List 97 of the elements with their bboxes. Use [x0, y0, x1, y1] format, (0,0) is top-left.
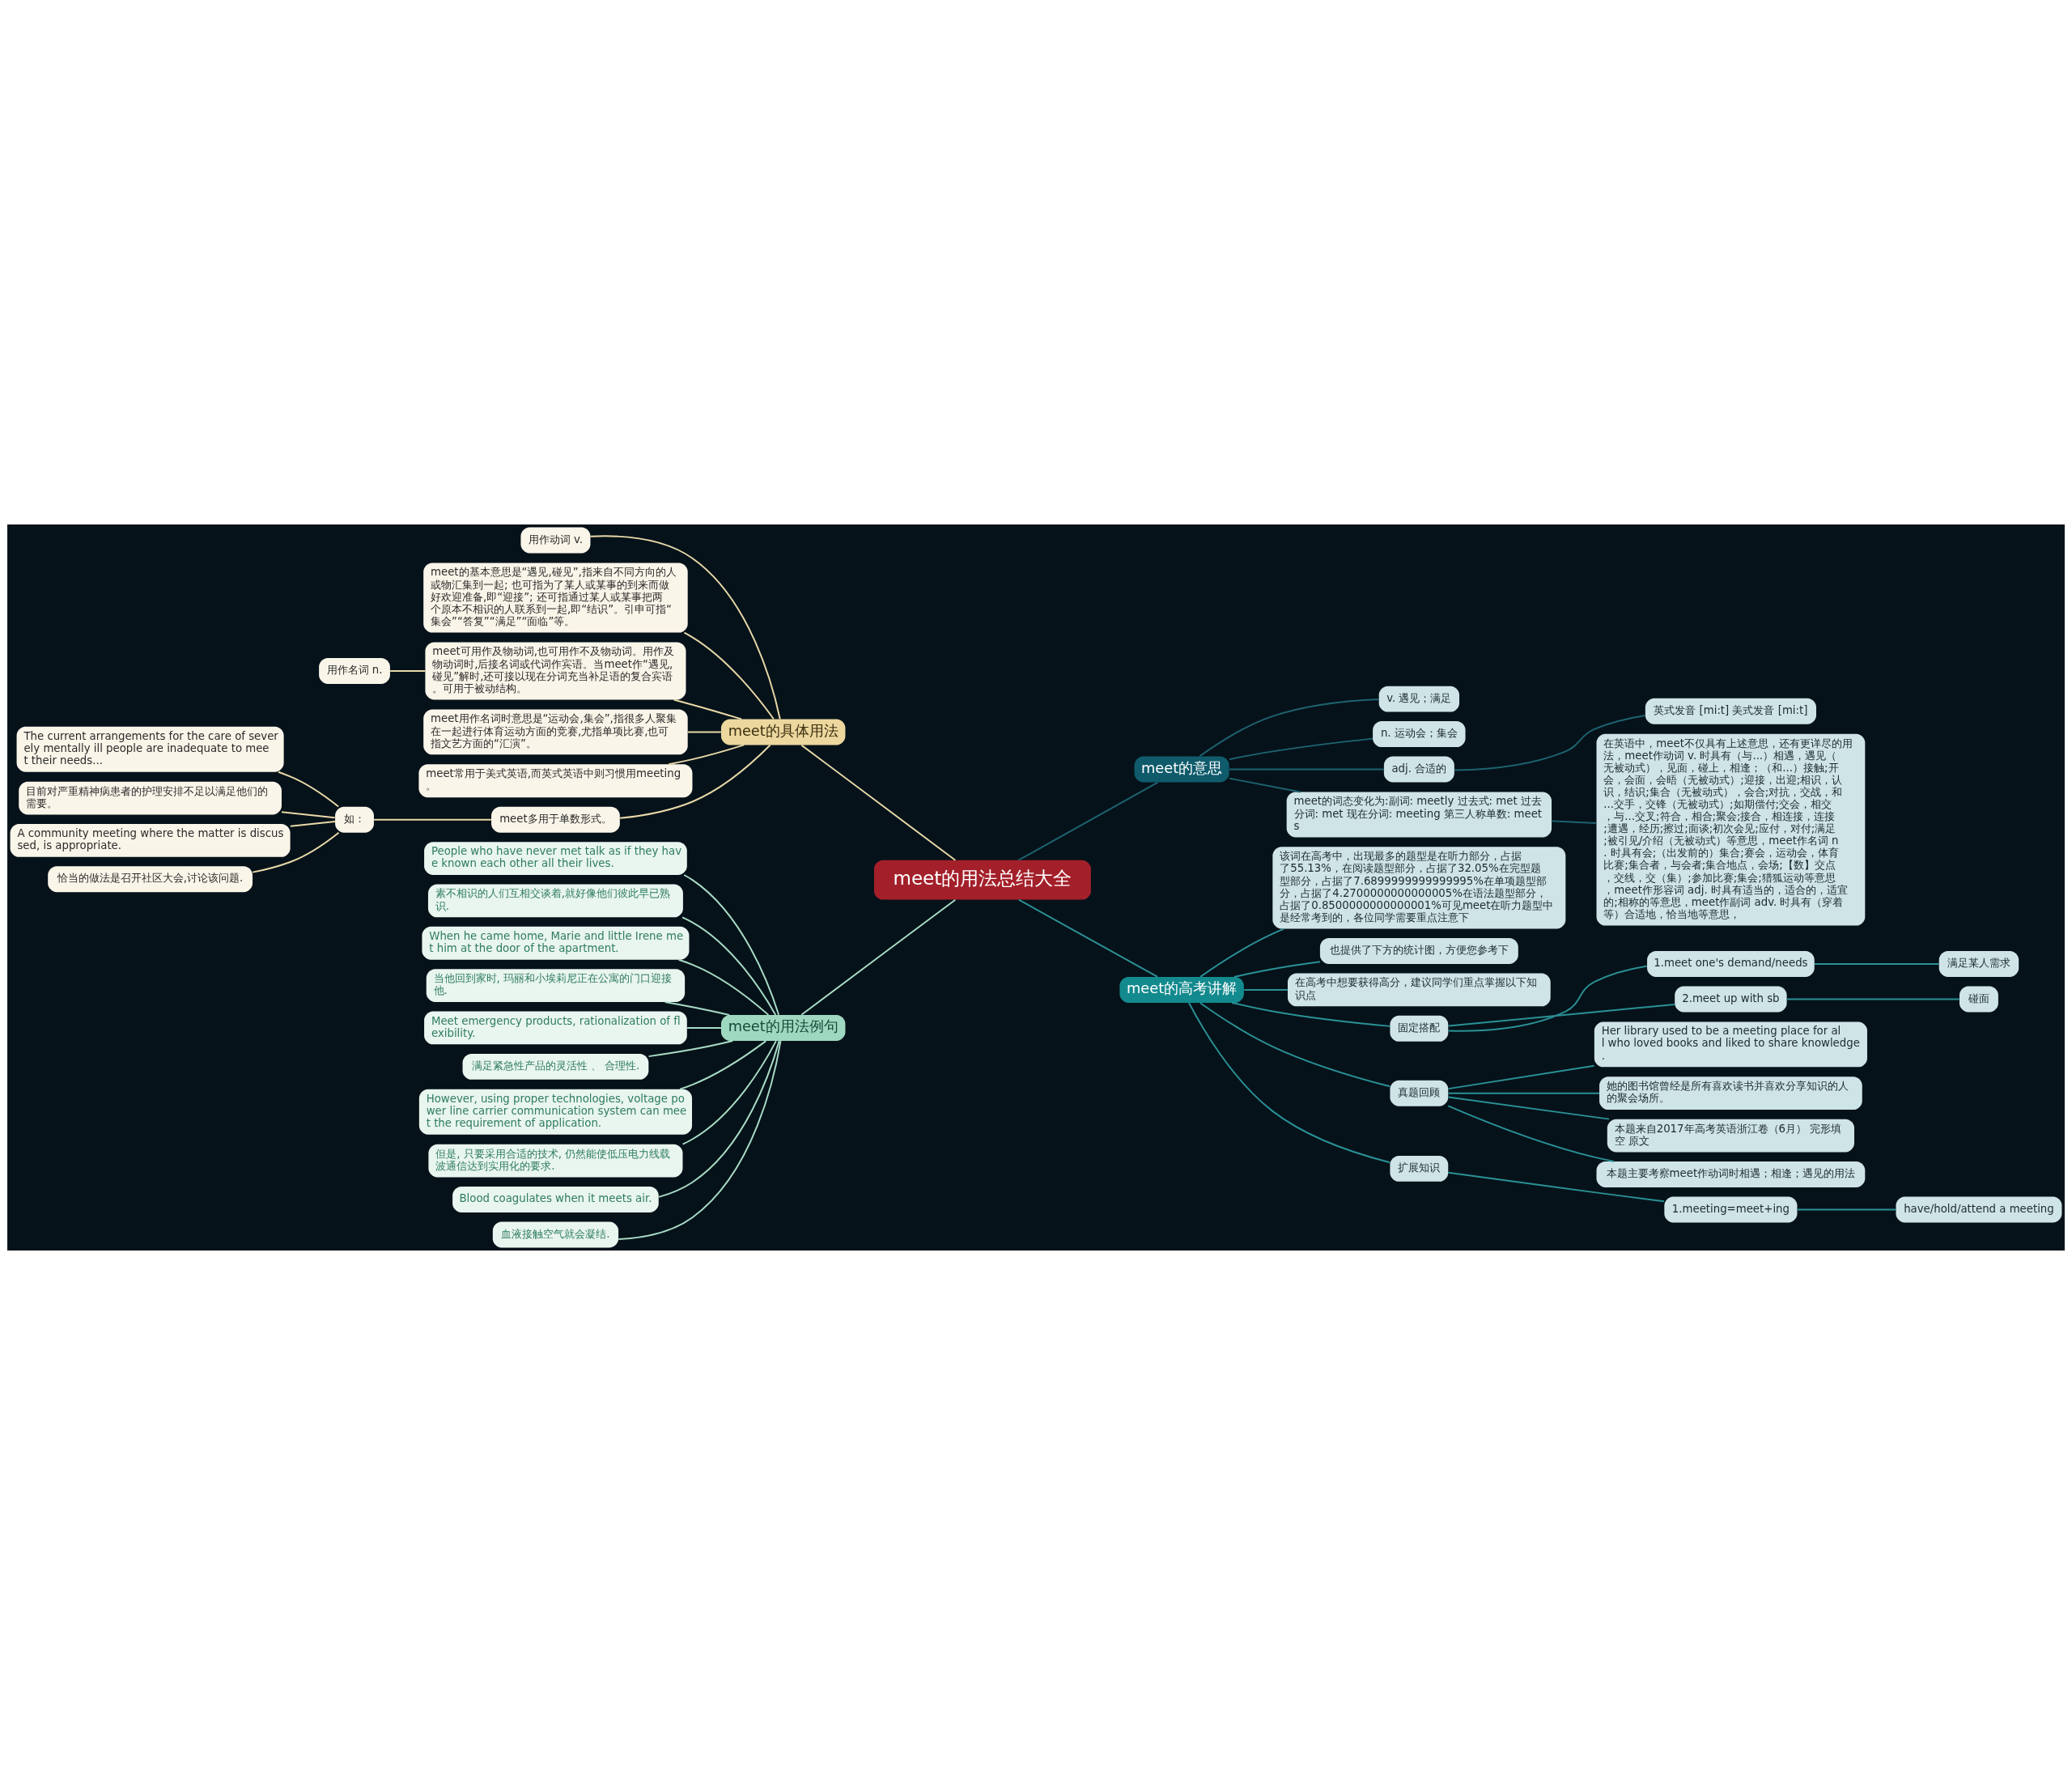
node-box: 但是, 只要采用合适的技术, 仍然能使低压电力线载波通信达到实用化的要求. — [428, 1144, 683, 1178]
connector — [673, 699, 742, 720]
connector — [389, 670, 427, 672]
connector — [679, 1040, 767, 1090]
connector — [1228, 777, 1301, 793]
connector — [664, 1001, 730, 1016]
connector — [1243, 988, 1289, 991]
node-box: meet的意思 — [1134, 756, 1229, 783]
connector — [1228, 768, 1385, 771]
node-box: 满足某人需求 — [1938, 951, 2019, 977]
connector — [281, 811, 336, 819]
connector — [677, 958, 770, 1016]
connector — [683, 874, 780, 1016]
node-box: meet用作名词时意思是“运动会,集会”,指很多人聚集在一起进行体育运动方面的竞赛,尤指单项比赛,也可指文艺方面的“汇演”。 — [423, 709, 688, 755]
connector — [1228, 737, 1374, 761]
connector — [1785, 998, 1960, 1000]
connector — [1017, 898, 1159, 978]
connector — [289, 821, 336, 827]
connector — [683, 631, 775, 720]
node-box: 素不相识的人们互相交谈着,就好像他们彼此早已熟识. — [427, 884, 683, 918]
connector — [1447, 1064, 1595, 1090]
node-box: When he came home, Marie and little Irene met him at the door of the apartment. — [422, 926, 690, 960]
node-box: People who have never met talk as if they have known each other all their lives. — [424, 842, 687, 875]
connector — [800, 898, 957, 1016]
node-box: meet的词态变化为:副词: meetly 过去式: met 过去分词: met 现在分词: meeting 第三人称单数: meets — [1286, 792, 1552, 838]
node-box: 2.meet up with sb — [1675, 986, 1787, 1013]
connector — [277, 771, 340, 808]
connector — [658, 1040, 780, 1198]
node-box: meet的用法总结大全 — [873, 860, 1091, 900]
node-box: 扩展知识 — [1390, 1155, 1449, 1182]
node-box: 如： — [335, 806, 374, 833]
connector — [1551, 820, 1598, 824]
node-box: 该词在高考中，出现最多的题型是在听力部分，占据了55.13%，在阅读题型部分，占据了32.05%在完型题型部分，占据了7.6899999999999995%在单项题型部分，占据了4.2700000000000005%在语法题型部分，占据了0.8500000000000001%可见meet在听力题型中是经常考到的，各位同学需要重点注意下 — [1272, 847, 1566, 929]
node-box: 用作动词 v. — [520, 527, 591, 554]
connector — [373, 818, 492, 821]
node-box: 英式发音 [mi:t] 美式发音 [mi:t] — [1645, 698, 1816, 724]
connector — [1447, 1105, 1616, 1162]
connector — [681, 1040, 777, 1145]
node-box: 目前对严重精神病患者的护理安排不足以满足他们的需要。 — [19, 781, 282, 815]
connector — [1231, 1001, 1391, 1027]
node-box: 1.meet one's demand/needs — [1647, 951, 1815, 977]
node-box: meet的基本意思是“遇见,碰见”,指来自不同方向的人或物汇集到一起; 也可指为了某人或某事的到来而做好欢迎准备,即“迎接”; 还可指通过某人或某事把两个原本不相识的人联系到一起,即“结识”。引申可指“集会”“答复”“满足”“面临”等。 — [423, 563, 688, 633]
node-box: 血液接触空气就会凝结. — [492, 1221, 619, 1248]
connector — [686, 731, 722, 733]
connector — [1447, 1171, 1665, 1203]
node-box: meet多用于单数形式。 — [491, 806, 620, 833]
connector — [619, 744, 771, 819]
node-box: 固定搭配 — [1390, 1015, 1449, 1042]
node-box: 1.meeting=meet+ing — [1664, 1196, 1798, 1223]
connector — [618, 1040, 782, 1241]
node-box: n. 运动会；集会 — [1373, 721, 1466, 748]
connector — [1796, 1208, 1897, 1211]
connector — [1454, 715, 1646, 771]
connector — [648, 1039, 734, 1058]
node-box: meet的用法例句 — [720, 1015, 846, 1041]
connector — [1233, 961, 1321, 978]
node-box: 本题来自2017年高考英语浙江卷（6月） 完形填空 原文 — [1607, 1119, 1854, 1153]
node-box: v. 遇见；满足 — [1378, 686, 1460, 712]
connector — [1017, 781, 1159, 861]
node-box: However, using proper technologies, voltage power line carrier communication system can meet the requirement of application. — [418, 1089, 692, 1135]
node-box: 在高考中想要获得高分，建议同学们重点掌握以下知识点 — [1288, 973, 1551, 1007]
node-box: meet可用作及物动词,也可用作不及物动词。用作及物动词时,后接名词或代词作宾语。当meet作“遇见,碰见”解时,还可接以现在分词充当补足语的复合宾语。可用于被动结构。 — [425, 642, 686, 700]
node-box: 碰面 — [1959, 986, 1998, 1013]
connector — [1199, 928, 1285, 978]
node-box: meet的高考讲解 — [1119, 976, 1244, 1003]
node-box: meet常用于美式英语,而英式英语中则习惯用meeting。 — [418, 764, 693, 798]
connector — [800, 744, 957, 861]
node-box: 本题主要考察meet作动词时相遇；相逢；遇见的用法 — [1596, 1161, 1866, 1187]
connector — [1188, 1002, 1391, 1164]
connector — [589, 535, 781, 720]
node-box: have/hold/attend a meeting — [1896, 1196, 2062, 1223]
node-box: 她的图书馆曾经是所有喜欢读书并喜欢分享知识的人的聚会场所。 — [1599, 1076, 1862, 1110]
node-box: 用作名词 n. — [319, 658, 390, 684]
node-box: meet的具体用法 — [720, 719, 846, 745]
node-box: Blood coagulates when it meets air. — [452, 1187, 659, 1212]
node-box: 也提供了下方的统计图，方便您参考下 — [1319, 938, 1518, 964]
node-box: 在英语中，meet不仅具有上述意思，还有更详尽的用法，meet作动词 v. 时具有（与...）相遇，遇见（无被动式），见面，碰上，相逢；（和...）接触;开会，会面，会晤（无被动式）;迎接，出迎;相识，认识，结识;集合（无被动式），会合;对抗，交战，和...交手，交锋（无被动式）;如期偿付;交会，相交，与...交叉;符合，相合;聚会;接合，相连接，连接;遭遇，经历;擦过;面谈;初次会见;应付，对付;满足;被引见/介绍（无被动式）等意思，meet作名词 n. 时具有会;（出发前的）集合;赛会，运动会，体育比赛;集合者，与会者;集合地点，会场;【数】交点，交线，交（集）;参加比赛;集会;猎狐运动等意思，meet作形容词 adj. 时具有适当的，适合的，适宜的;相称的等意思，meet作副词 adv. 时具有（穿着等）合适地，恰当地等意思， — [1596, 733, 1866, 926]
connector — [252, 831, 340, 873]
connector — [1447, 1004, 1675, 1027]
node-box: 当他回到家时, 玛丽和小埃莉尼正在公寓的门口迎接他. — [426, 969, 686, 1002]
connector — [1447, 1096, 1611, 1120]
connector — [1199, 1002, 1391, 1088]
connector — [668, 744, 745, 766]
connector — [1199, 698, 1380, 758]
connector — [681, 916, 777, 1016]
node-box: 恰当的做法是召开社区大会,讨论该问题. — [48, 866, 253, 893]
node-box: Meet emergency products, rationalization of flexibility. — [424, 1011, 687, 1045]
node-box: 真题回顾 — [1390, 1080, 1449, 1106]
connector — [686, 1027, 722, 1029]
node-box: The current arrangements for the care of severely mentally ill people are inadequate to meet their needs... — [16, 726, 284, 772]
connector — [1447, 965, 1648, 1032]
node-box: A community meeting where the matter is discussed, is appropriate. — [10, 824, 291, 857]
node-box: 满足紧急性产品的灵活性 、 合理性. — [462, 1053, 649, 1080]
connector — [1447, 1092, 1600, 1094]
connector — [1814, 963, 1940, 965]
node-box: adj. 合适的 — [1383, 756, 1454, 783]
node-box: Her library used to be a meeting place for all who loved books and liked to share knowledge. — [1594, 1021, 1867, 1068]
